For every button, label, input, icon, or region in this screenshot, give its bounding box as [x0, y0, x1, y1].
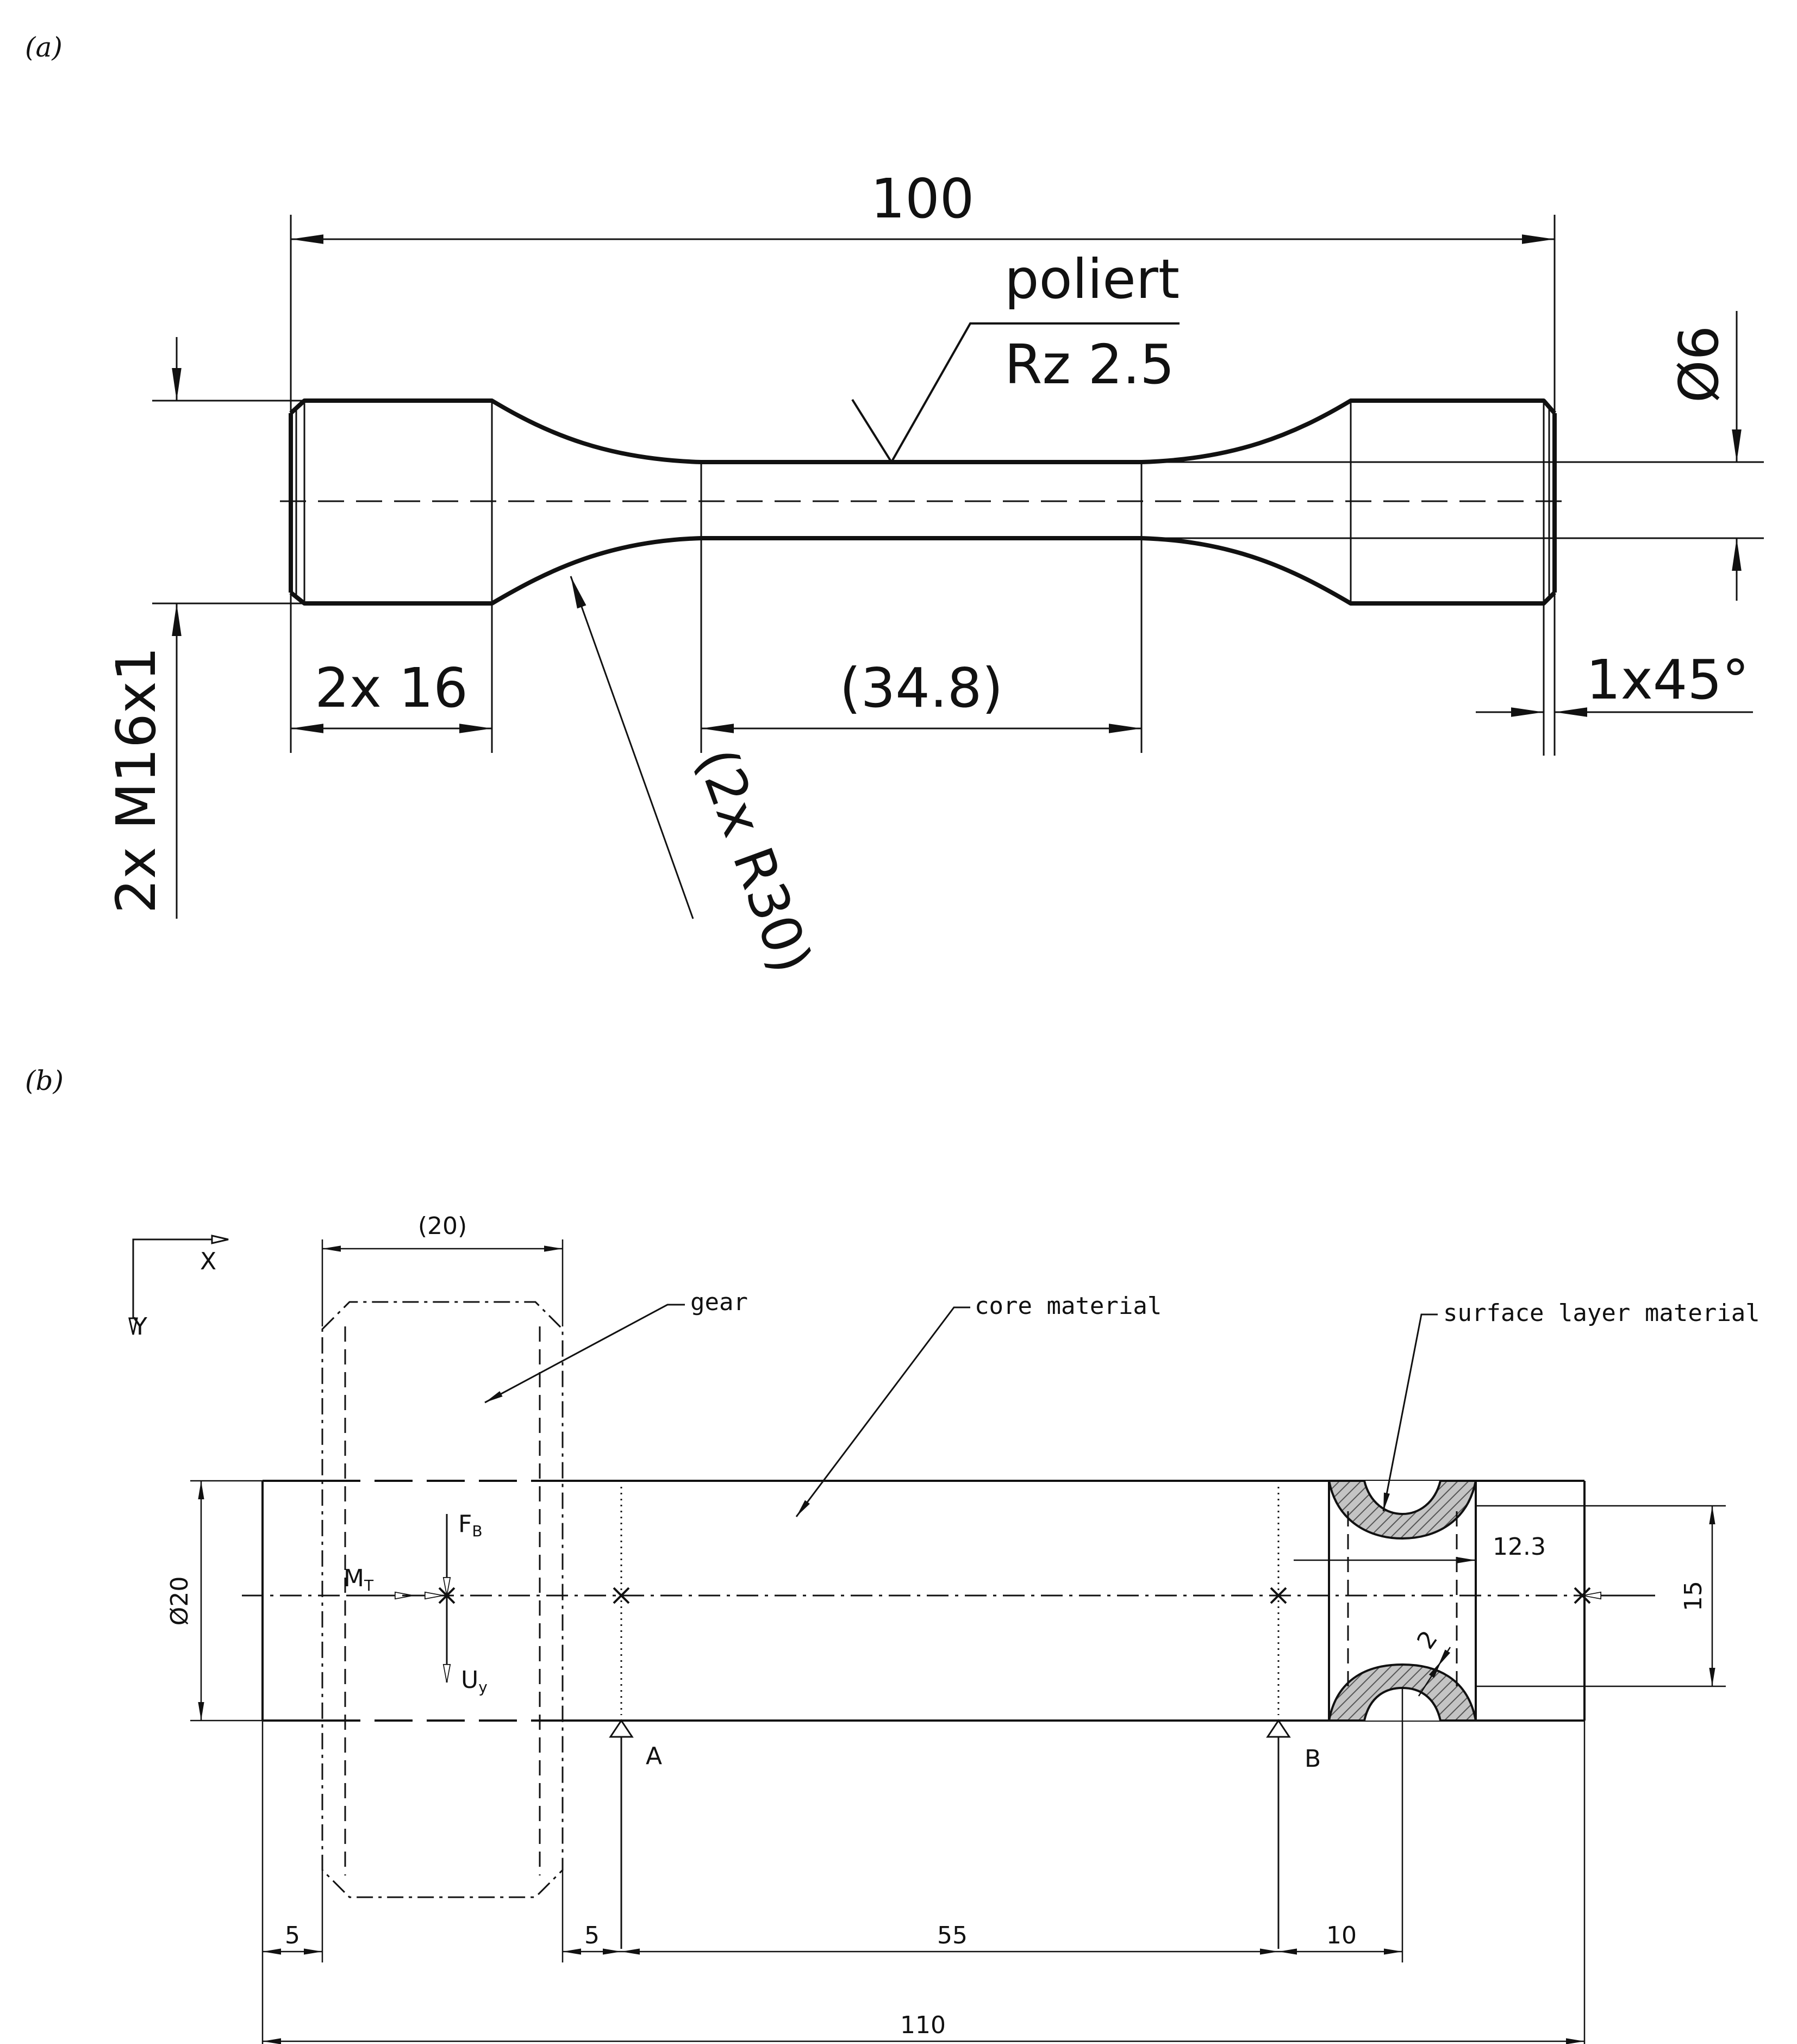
coordinate-system: [128, 1235, 229, 1335]
support-a-label: A: [646, 1742, 662, 1770]
dim-thread-length: 2x 16: [315, 656, 468, 720]
dim-chamfer: 1x45°: [1586, 648, 1749, 712]
shaft: [261, 1480, 1586, 1722]
callout-surface: surface layer material: [1443, 1299, 1760, 1327]
surface-finish-symbol: [851, 322, 1180, 464]
specimen-bottom-profile: [289, 536, 1556, 606]
groove-lines: [1328, 1481, 1477, 1721]
specimen-thin-lines: [152, 215, 1764, 756]
dim-diameter-a: Ø6: [1667, 326, 1731, 403]
leader-r30: [570, 576, 694, 919]
support-lines: [620, 1487, 1280, 1715]
axis-x-label: X: [200, 1248, 216, 1275]
dim-gear-width: (20): [418, 1212, 467, 1240]
moment-mt-label: MT: [344, 1565, 374, 1594]
panel-b: (b) X Y: [25, 1065, 1760, 2044]
dimension-lines-a: [172, 234, 1753, 919]
dim-thread: 2x M16x1: [104, 647, 168, 914]
dim-span: 55: [937, 1922, 968, 1949]
dim-total: 110: [900, 2011, 946, 2039]
specimen-top-profile: [289, 398, 1557, 464]
support-b-label: B: [1305, 1745, 1321, 1773]
dim-inner: 15: [1680, 1581, 1707, 1611]
dim-gauge-length: (34.8): [840, 656, 1003, 720]
surface-note-line1: poliert: [1004, 247, 1180, 311]
dim-total-length: 100: [871, 167, 975, 230]
gear-hidden-lines: [344, 1326, 541, 1875]
dim-groove: 10: [1326, 1922, 1357, 1949]
panel-b-label: (b): [25, 1065, 64, 1096]
dim-layer: 2: [1412, 1626, 1443, 1654]
callout-gear: gear: [690, 1288, 748, 1316]
disp-uy-label: Uy: [461, 1666, 488, 1696]
dimension-lines-b: [190, 1239, 1726, 2044]
surface-note-line2: Rz 2.5: [1004, 333, 1175, 396]
panel-a: (a): [25, 32, 1764, 981]
support-a: [609, 1719, 634, 1949]
callout-leaders: [484, 1304, 1438, 1517]
dim-diameter-b: Ø20: [166, 1576, 194, 1626]
dim-groove-pos: 12.3: [1493, 1533, 1546, 1561]
callout-core: core material: [975, 1292, 1162, 1320]
loads: [348, 1514, 1655, 1682]
surface-layer: [1327, 1480, 1477, 1722]
support-b: [1266, 1719, 1291, 1949]
dim-gear-gap: 5: [584, 1922, 600, 1949]
force-fb-label: FB: [458, 1510, 483, 1540]
dim-left-offset: 5: [285, 1922, 300, 1949]
axis-y-label: Y: [132, 1313, 147, 1341]
dim-radius: (2x R30): [684, 740, 824, 981]
panel-a-label: (a): [25, 32, 63, 63]
